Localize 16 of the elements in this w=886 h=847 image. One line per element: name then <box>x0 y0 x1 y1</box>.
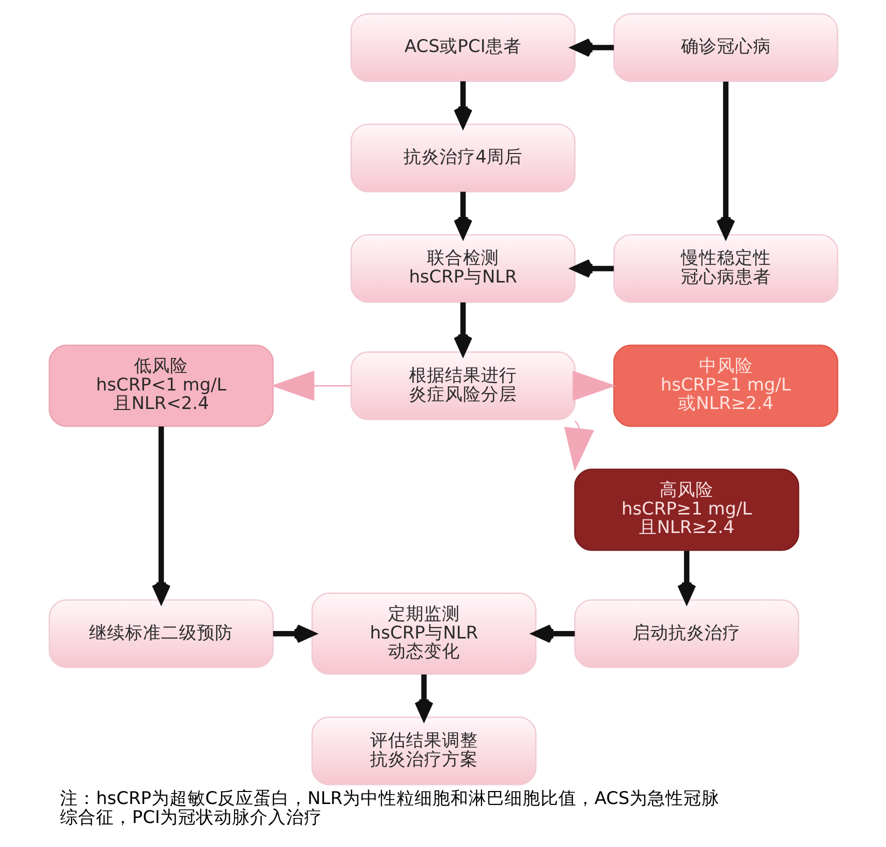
node-box: 启动抗炎治疗 <box>574 599 799 668</box>
arrow <box>270 370 351 401</box>
node-box: 确诊冠心病 <box>612 13 838 82</box>
node-box: 高风险 hsCRP≥1 mg/L 且NLR≥2.4 <box>574 468 799 551</box>
caption: 注：hsCRP为超敏C反应蛋白，NLR为中性粒细胞和淋巴细胞比值，ACS为急性冠脉综合征，PCI为冠状动脉介入治疗 <box>60 789 720 828</box>
arrow <box>572 259 614 278</box>
node-box: 定期监测 hsCRP与NLR 动态变化 <box>310 592 536 675</box>
node-box: 抗炎治疗4周后 <box>350 124 576 192</box>
node-box: 慢性稳定性冠心病患者 <box>612 234 838 303</box>
node-box: 联合检测 hsCRP与NLR <box>350 234 576 303</box>
node-box: 中风险 hsCRP≥1 mg/L 或NLR≥2.4 <box>612 344 838 427</box>
node-box: 评估结果调整抗炎治疗方案 <box>310 716 536 786</box>
arrow <box>564 420 594 472</box>
node-box: 低风险 hsCRP<1 mg/L 且NLR<2.4 <box>48 344 274 427</box>
node-box: 继续标准二级预防 <box>48 599 274 668</box>
node-box: ACS或PCI患者 <box>350 13 576 82</box>
